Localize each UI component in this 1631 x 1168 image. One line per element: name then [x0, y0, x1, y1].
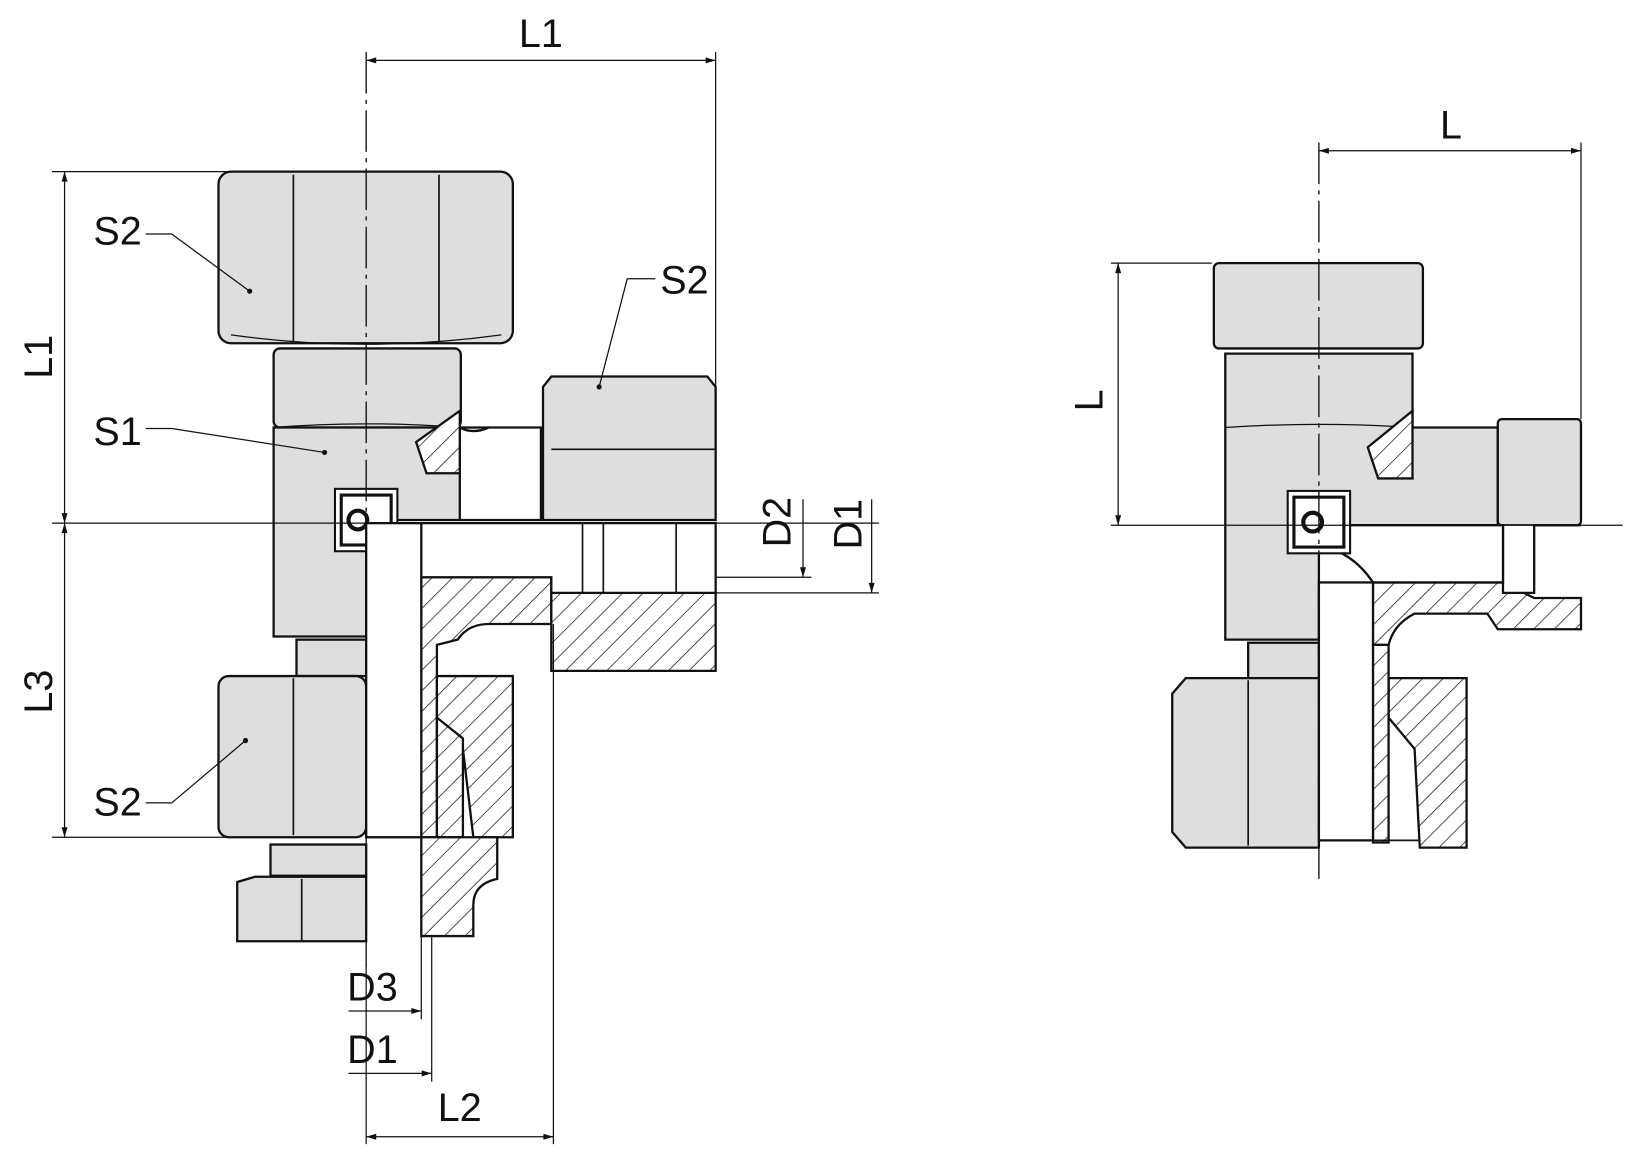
- lower-neck: [295, 638, 368, 678]
- tube-section: [420, 836, 499, 938]
- dim-D1-right: D1: [826, 499, 870, 550]
- dim-L1-top: L1: [519, 12, 563, 56]
- branch-nut: [541, 375, 717, 522]
- dim-D1-bottom: D1: [347, 1028, 398, 1072]
- branch-nut-section: [550, 591, 717, 672]
- dim-L1-side: L1: [17, 335, 61, 379]
- branch-section-hatch: [414, 408, 461, 475]
- lower-neck: [1247, 641, 1321, 680]
- dim-L-top: L: [1440, 103, 1462, 147]
- body-section-hatch: [1371, 581, 1583, 646]
- lower-nut: [217, 674, 368, 839]
- dim-D3: D3: [347, 966, 398, 1010]
- lower-nut: [1171, 676, 1321, 849]
- tube-neck: [269, 843, 368, 877]
- dim-D2: D2: [756, 497, 800, 548]
- callout-S2-top: S2: [93, 209, 141, 253]
- side-thread: [1496, 418, 1583, 527]
- dim-L-side: L: [1068, 389, 1112, 411]
- left-view: L1 L1 L3 D2 D1 D3 D1 L2 S2 S1 S2 S2: [17, 12, 879, 1145]
- lower-nut-section: [1387, 676, 1468, 849]
- top-neck: [272, 347, 462, 429]
- right-view: L L: [1068, 103, 1623, 879]
- callout-S1: S1: [93, 410, 141, 454]
- dim-L3: L3: [17, 670, 61, 714]
- body: [272, 426, 543, 638]
- dim-L2: L2: [438, 1086, 482, 1130]
- callout-S2-bottom: S2: [93, 780, 141, 824]
- callout-S2-branch: S2: [660, 258, 708, 302]
